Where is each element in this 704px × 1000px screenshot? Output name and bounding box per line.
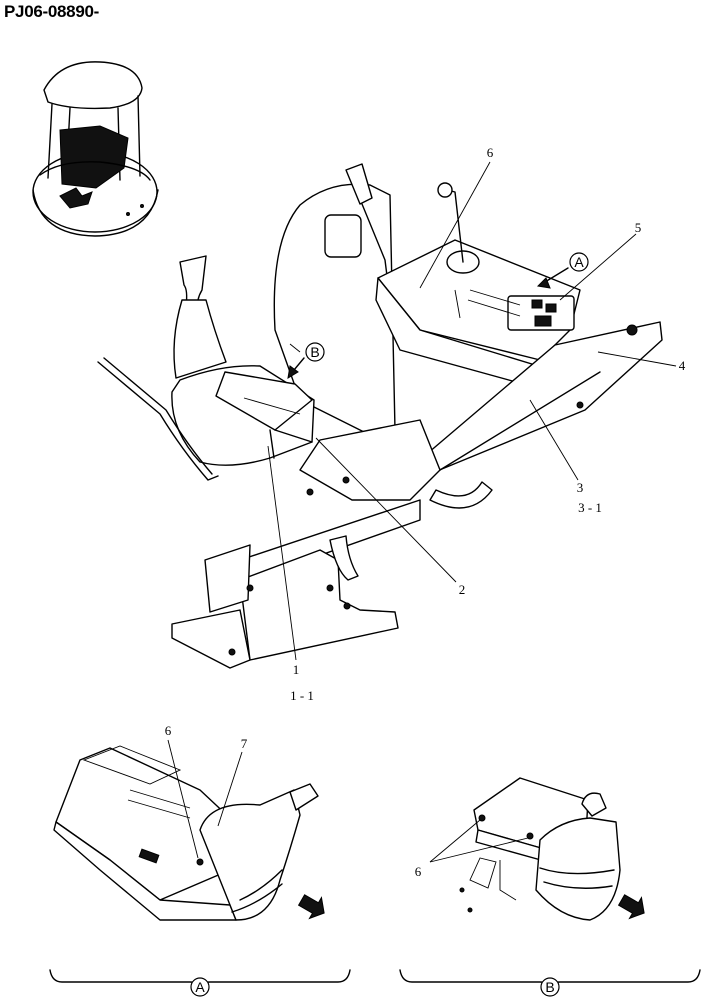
detail-view-b: [459, 777, 645, 921]
callout-3-1: 3 - 1: [578, 500, 602, 515]
callout-6: 6: [487, 145, 494, 160]
callout-1: 1: [293, 662, 300, 677]
callout-3: 3: [577, 480, 584, 495]
callouts-detail-a: 6 7: [165, 723, 248, 859]
locator-thumbnail: [32, 61, 159, 237]
callouts-main: 6 5 4 3 3 - 1 2 1 1 - 1: [267, 145, 686, 703]
detail-view-a: [53, 745, 325, 921]
view-marker-a-label: A: [574, 254, 584, 270]
callouts-detail-b: 6: [415, 819, 529, 879]
callout-4: 4: [679, 358, 686, 373]
view-bracket-b-label: B: [545, 979, 554, 995]
callout-1-1: 1 - 1: [290, 688, 314, 703]
callout-2: 2: [459, 582, 466, 597]
view-bracket-b: B: [399, 969, 701, 997]
view-bracket-a: A: [49, 969, 351, 997]
callout-6-detail-b: 6: [415, 864, 422, 879]
view-marker-b-label: B: [310, 344, 319, 360]
view-bracket-a-label: A: [195, 979, 205, 995]
document-id: PJ06-08890-: [4, 2, 99, 21]
callout-5: 5: [635, 220, 642, 235]
view-marker-a-main: A: [536, 252, 589, 289]
main-assembly: [97, 163, 663, 669]
callout-6-detail-a: 6: [165, 723, 172, 738]
callout-7: 7: [241, 736, 248, 751]
view-marker-b-main: B: [287, 342, 325, 379]
